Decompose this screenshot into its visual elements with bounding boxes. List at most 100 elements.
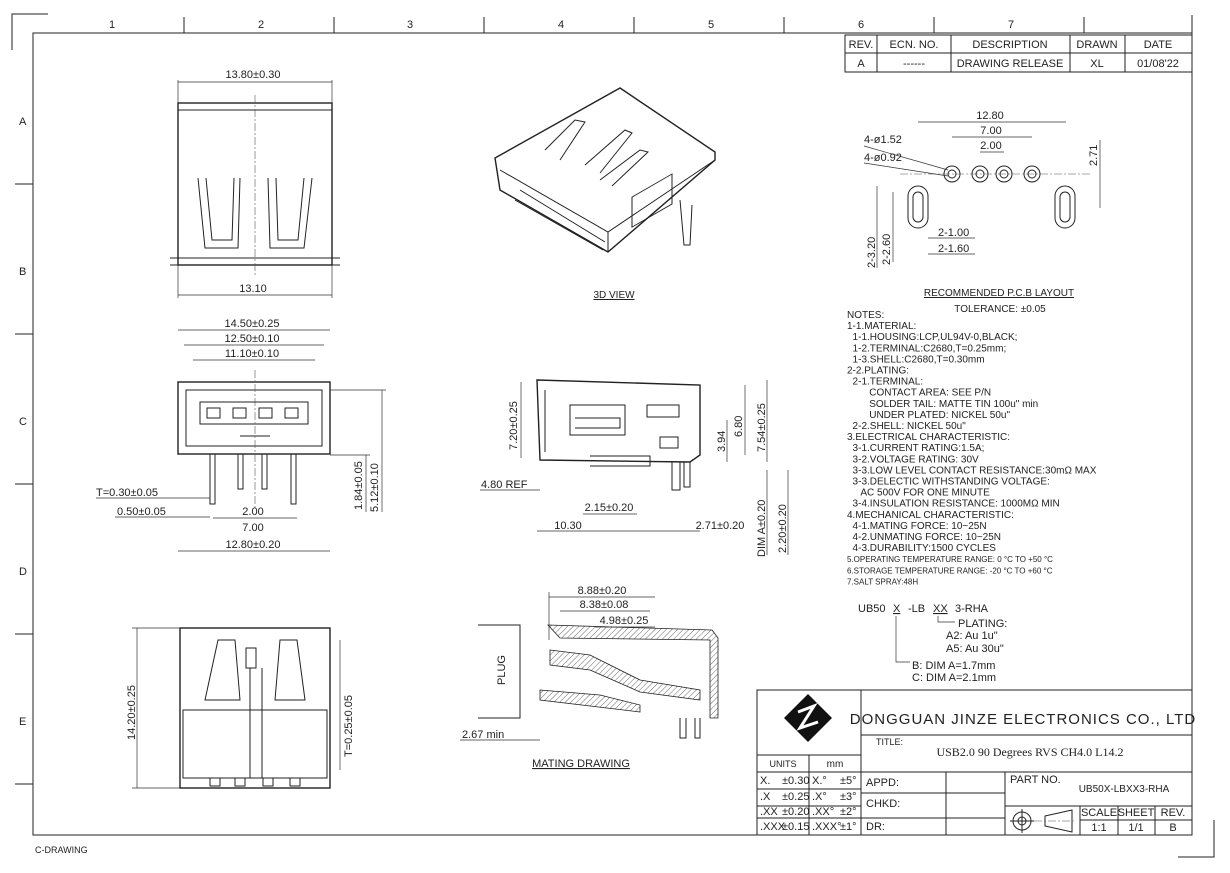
rev-header: REV.	[849, 39, 874, 51]
pcb-layout: 12.80 7.00 2.00 2.71 4-ø1.52 4-ø0.92 2-1…	[863, 110, 1101, 315]
top-view: 13.80±0.30 13.10	[170, 69, 340, 298]
note-line: 4.MECHANICAL CHARACTERISTIC:	[847, 510, 1014, 521]
part-no-label: PART NO.	[1010, 774, 1061, 786]
chkd-label: CHKD:	[866, 798, 900, 810]
mating-view-label: MATING DRAWING	[532, 758, 630, 770]
row-label: C	[19, 416, 27, 428]
column-label: 1	[109, 19, 115, 31]
footer-label: C-DRAWING	[35, 845, 88, 855]
note-line: 7.SALT SPRAY:48H	[847, 577, 918, 586]
front-view: 14.50±0.25 12.50±0.10 11.10±0.10 T=0.30±…	[96, 318, 386, 552]
tolerance-cell: ±5°	[840, 775, 857, 787]
part-code-base: UB50	[858, 603, 886, 615]
note-line: 3-3.DELECTIC WITHSTANDING VOLTAGE:	[847, 477, 1050, 488]
iso-view-label: 3D VIEW	[593, 290, 635, 301]
dimension-label: 11.10±0.10	[225, 348, 279, 360]
tolerance-cell: .XXX°	[812, 821, 841, 833]
pcb-layout-title: RECOMMENDED P.C.B LAYOUT	[924, 288, 1074, 299]
title-label: TITLE:	[876, 737, 903, 747]
tolerance-cell: ±0.15	[782, 821, 809, 833]
dimension-label: 2-3.20	[866, 237, 878, 268]
tolerance-cell: .XX°	[812, 806, 834, 818]
dim-option: B: DIM A=1.7mm	[912, 660, 995, 672]
tolerance-cell: ±0.20	[782, 806, 809, 818]
dimension-label: 2.67 min	[462, 729, 504, 741]
note-line: 3.ELECTRICAL CHARACTERISTIC:	[847, 432, 1010, 443]
part-code-x: X	[893, 603, 901, 615]
note-line: 2-1.TERMINAL:	[847, 377, 923, 388]
dimension-label: 7.20±0.25	[508, 401, 520, 450]
drawing-frame: 1 2 3 4 5 6 7 A B C D E C-DRAWING	[11, 13, 1215, 858]
dimension-label: 5.12±0.10	[369, 463, 381, 512]
column-label: 5	[708, 19, 714, 31]
column-label: 7	[1008, 19, 1014, 31]
revision-table: REV. ECN. NO. DESCRIPTION DRAWN DATE A -…	[844, 34, 1193, 73]
dimension-label: 2.20±0.20	[777, 504, 789, 553]
description-header: DESCRIPTION	[972, 39, 1047, 51]
note-line: 2-2.SHELL: NICKEL 50u"	[847, 421, 966, 432]
tolerance-cell: .XXX	[760, 821, 786, 833]
dimension-label: 1.84±0.05	[353, 461, 365, 510]
units-label: UNITS	[770, 759, 797, 769]
note-line: 3-3.LOW LEVEL CONTACT RESISTANCE:30mΩ MA…	[847, 465, 1097, 476]
dim-option: C: DIM A=2.1mm	[912, 672, 996, 684]
tolerance-cell: .XX	[760, 806, 778, 818]
title-block: DONGGUAN JINZE ELECTRONICS CO., LTD TITL…	[756, 689, 1195, 836]
dimension-label: 3.94	[716, 431, 728, 452]
company-logo	[784, 694, 832, 742]
dimension-label: 12.50±0.10	[225, 333, 280, 345]
side-view: 7.20±0.25 7.54±0.25 6.80 3.94 4.80 REF 2…	[480, 379, 789, 557]
plating-label: PLATING:	[958, 618, 1007, 630]
scale-label: SCALE	[1081, 807, 1117, 819]
dimension-label: 10.30	[554, 520, 582, 532]
scale-value: 1:1	[1091, 822, 1106, 834]
column-label: 2	[258, 19, 264, 31]
part-code-xx: XX	[933, 603, 948, 615]
dimension-label: 2-1.60	[938, 243, 969, 255]
row-label: B	[19, 266, 26, 278]
dimension-label: 2.00	[242, 506, 263, 518]
mating-view: 8.88±0.20 8.38±0.08 4.98±0.25 PLUG 2.67 …	[460, 585, 719, 770]
tolerance-cell: ±0.25	[782, 791, 809, 803]
dimension-label: 7.54±0.25	[756, 403, 768, 452]
dimension-label: 4.98±0.25	[600, 615, 649, 627]
drawing-title: USB2.0 90 Degrees RVS CH4.0 L14.2	[936, 745, 1123, 759]
date-value: 01/08'22	[1137, 58, 1179, 70]
appd-label: APPD:	[866, 777, 899, 789]
column-label: 3	[407, 19, 413, 31]
note-line: 3-4.INSULATION RESISTANCE: 1000MΩ MIN	[847, 499, 1060, 510]
rev-value: B	[1169, 822, 1176, 834]
tolerance-cell: .X	[760, 791, 771, 803]
note-line: 2-2.PLATING:	[847, 366, 909, 377]
iso-view: 3D VIEW	[494, 87, 716, 301]
tolerance-cell: ±2°	[840, 806, 857, 818]
pcb-tolerance: TOLERANCE: ±0.05	[954, 304, 1046, 315]
dimension-label: 2-2.60	[881, 234, 893, 265]
dimension-label: 2.00	[980, 140, 1001, 152]
plating-option: A2: Au 1u"	[946, 630, 998, 642]
note-line: 1-1.HOUSING:LCP,UL94V-0,BLACK;	[847, 332, 1017, 343]
dimension-label: DIM A±0.20	[756, 500, 768, 557]
dimension-label: 4-ø0.92	[864, 152, 902, 164]
tolerance-cell: .X°	[812, 791, 827, 803]
tolerance-cell: ±1°	[840, 821, 857, 833]
dimension-label: 2.71	[1088, 145, 1100, 166]
drawn-header: DRAWN	[1076, 39, 1117, 51]
note-line: 3-2.VOLTAGE RATING: 30V	[847, 454, 979, 465]
row-label: D	[19, 566, 27, 578]
column-label: 6	[858, 19, 864, 31]
note-line: UNDER PLATED: NICKEL 50u"	[847, 410, 1010, 421]
part-code-suffix: 3-RHA	[955, 603, 989, 615]
part-code: UB50 X -LB XX 3-RHA PLATING: A2: Au 1u" …	[858, 603, 1007, 684]
note-line: CONTACT AREA: SEE P/N	[847, 388, 991, 399]
dimension-label: 2.15±0.20	[585, 502, 634, 514]
bottom-view: 14.20±0.25 T=0.25±0.05	[126, 627, 355, 789]
ecn-value: ------	[903, 58, 925, 70]
dimension-label: 0.50±0.05	[117, 506, 166, 518]
dimension-label: 12.80	[976, 110, 1004, 122]
dimension-label: 4.80 REF	[481, 479, 528, 491]
dimension-label: 4-ø1.52	[864, 134, 902, 146]
sheet-value: 1/1	[1128, 822, 1143, 834]
plating-option: A5: Au 30u"	[946, 643, 1004, 655]
